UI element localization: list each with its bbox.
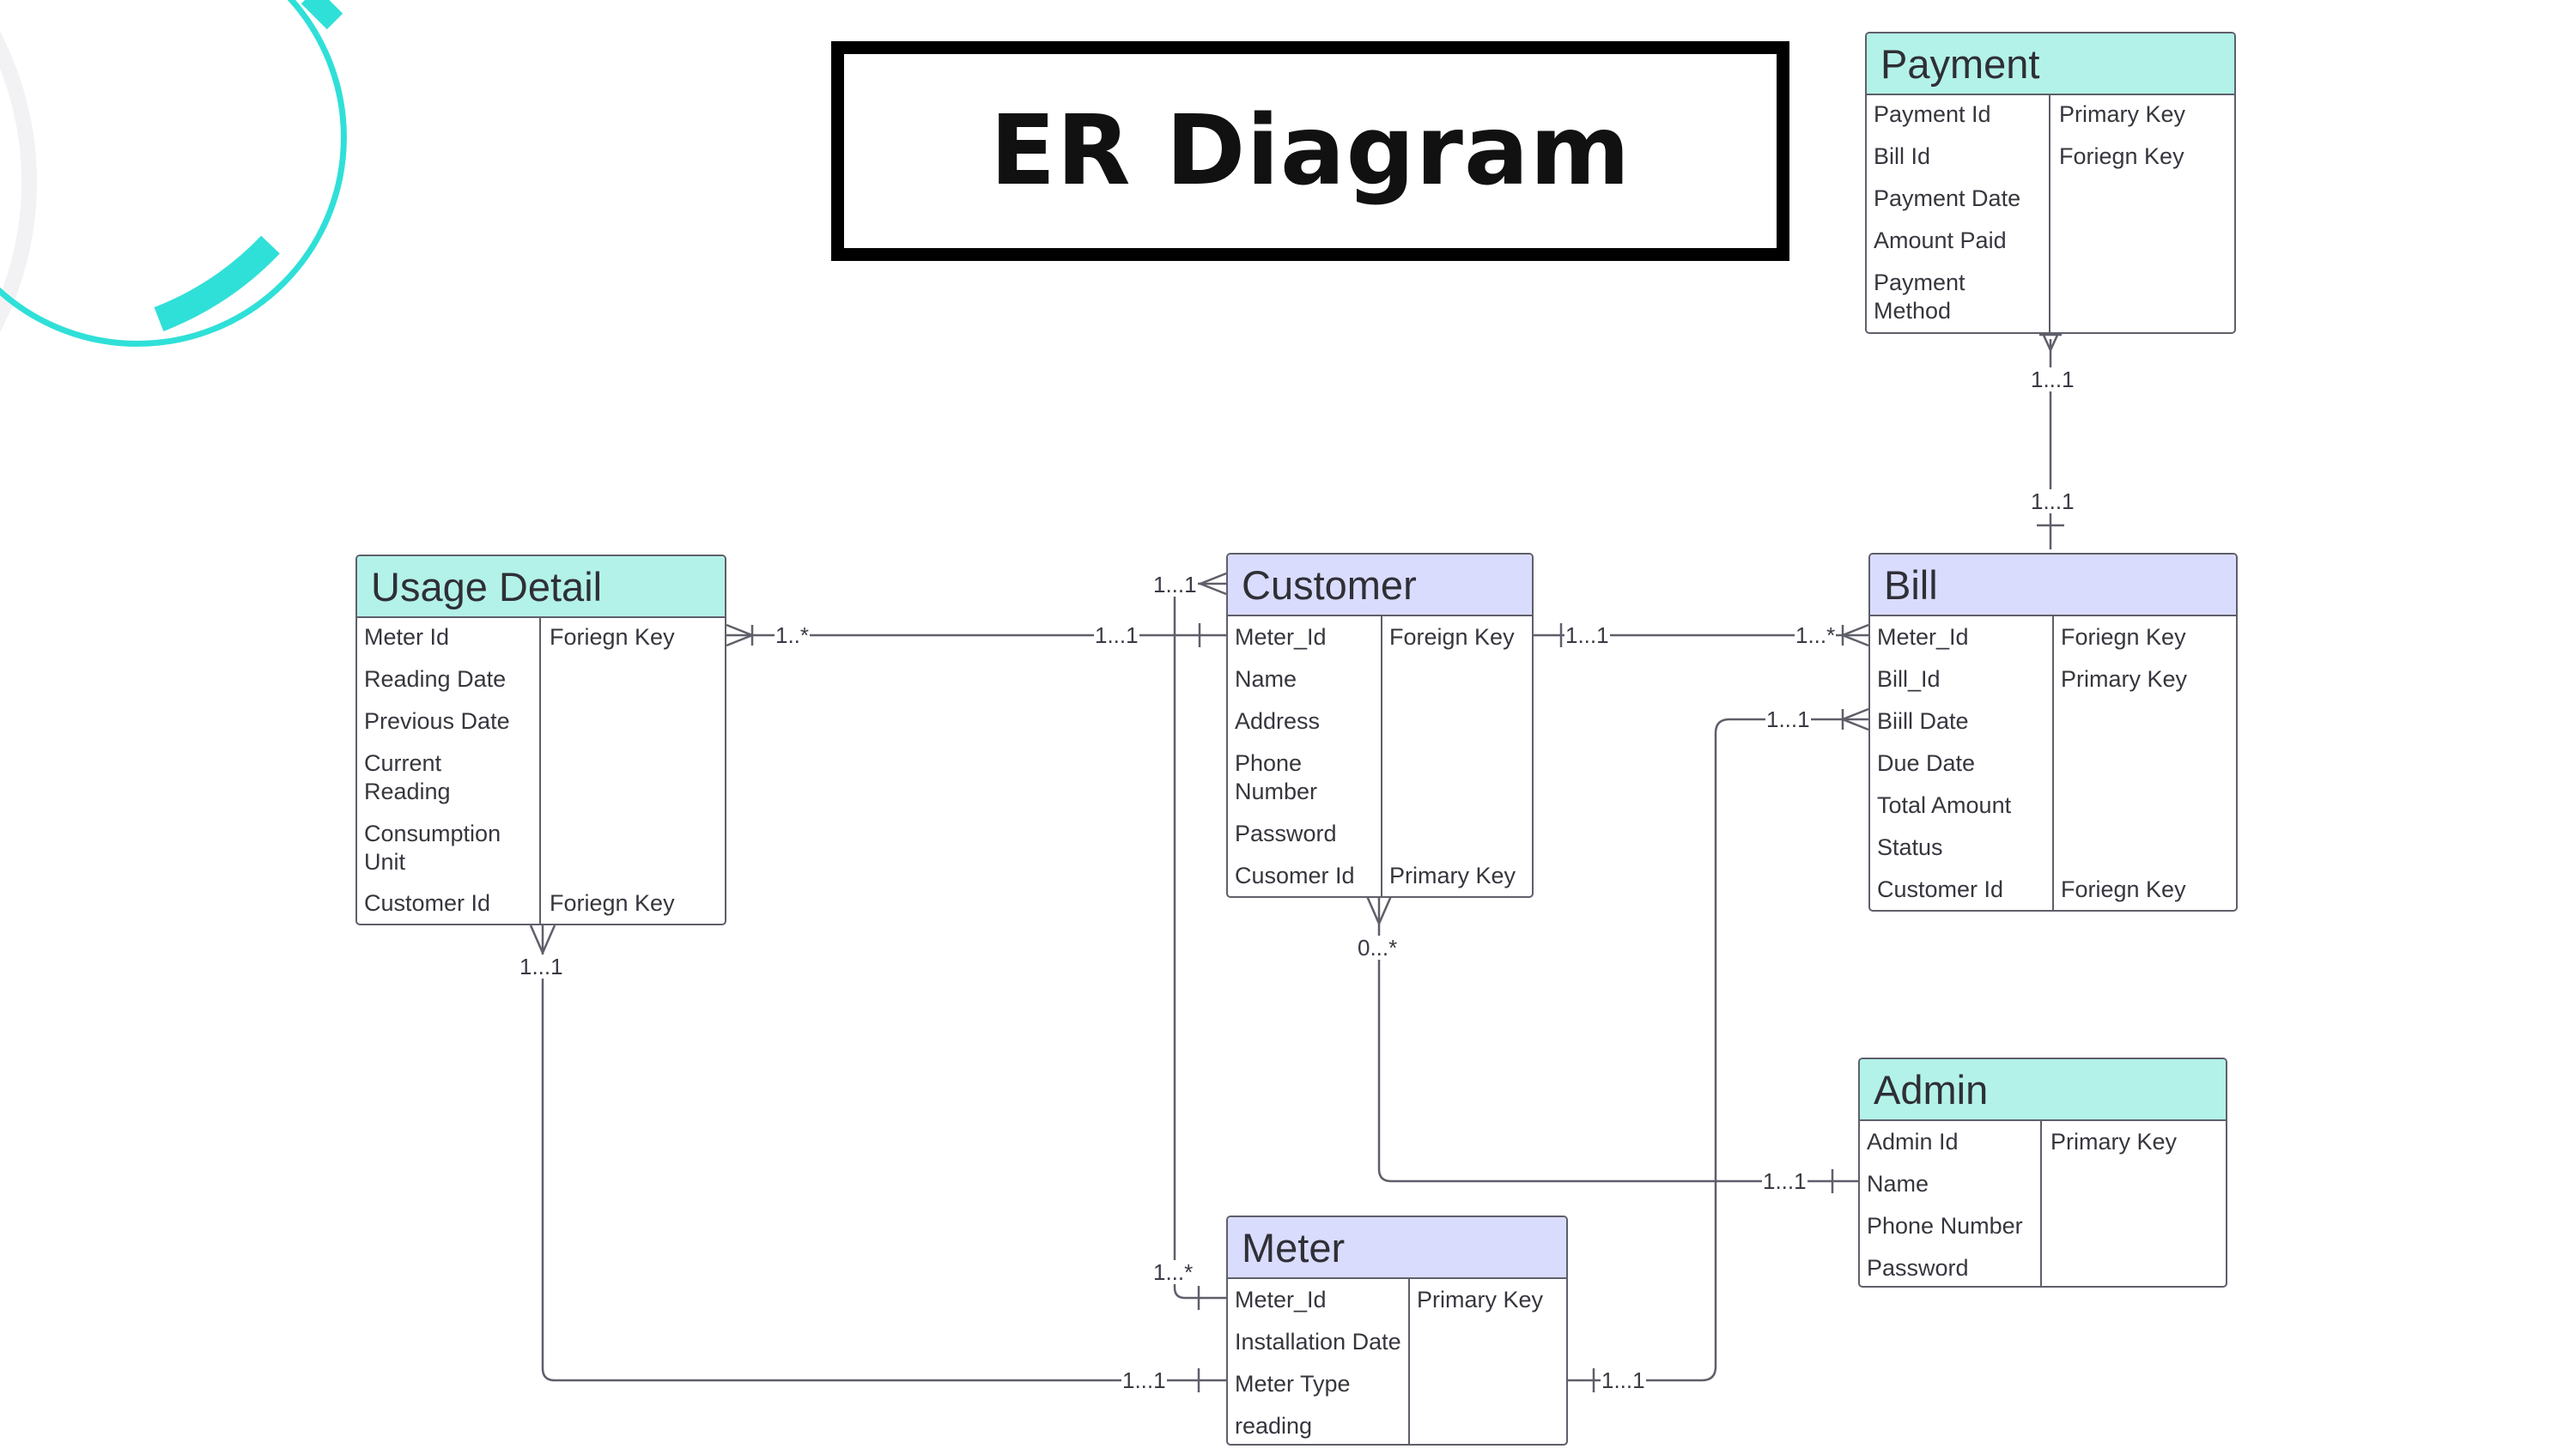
entity-usage-detail-title: Usage Detail bbox=[357, 556, 725, 618]
attr-name: Current Reading bbox=[364, 750, 451, 804]
card-bill-payment: 1...1 bbox=[2030, 488, 2075, 514]
column-divider bbox=[2052, 616, 2054, 910]
attr-name: Due Date bbox=[1877, 750, 1976, 776]
attr-name: Meter Id bbox=[364, 624, 450, 650]
attr-key: Primary Key bbox=[2059, 101, 2186, 127]
attr-name: Payment Id bbox=[1874, 101, 1991, 127]
attr-name: Customer Id bbox=[1877, 876, 2004, 902]
attr-name: Consumption Unit bbox=[364, 821, 501, 875]
attr-key: Primary Key bbox=[2050, 1129, 2178, 1155]
card-meter-customer: 1...* bbox=[1152, 1259, 1194, 1285]
customer-meter-line bbox=[1173, 582, 1226, 1300]
attr-key: Primary Key bbox=[2061, 666, 2188, 692]
card-admin-customer: 1...1 bbox=[1762, 1168, 1807, 1194]
attr-name: Cusomer Id bbox=[1235, 863, 1355, 888]
entity-meter-title: Meter bbox=[1228, 1217, 1566, 1279]
column-divider bbox=[539, 618, 541, 924]
card-usage-customer: 1..* bbox=[775, 622, 811, 648]
deco-arc-thin bbox=[0, 0, 347, 347]
attr-name: Admin Id bbox=[1867, 1129, 1959, 1155]
usage-crowfoot bbox=[726, 623, 756, 647]
page-title: ER Diagram bbox=[989, 95, 1631, 207]
attr-name: Name bbox=[1235, 666, 1297, 692]
card-payment-bill: 1...1 bbox=[2030, 367, 2075, 392]
attr-name: Meter_Id bbox=[1235, 1287, 1327, 1313]
attr-name: reading bbox=[1235, 1413, 1313, 1439]
attr-key: Foriegn Key bbox=[550, 624, 675, 650]
attr-name: Previous Date bbox=[364, 708, 510, 734]
entity-usage-detail[interactable]: Usage Detail Meter Id Foriegn Key Readin… bbox=[355, 555, 726, 925]
attr-name: Status bbox=[1877, 834, 1943, 860]
attr-name: Total Amount bbox=[1877, 792, 2012, 818]
entity-payment-title: Payment bbox=[1867, 33, 2234, 95]
column-divider bbox=[1408, 1279, 1410, 1444]
card-customer-usage: 1...1 bbox=[1094, 622, 1139, 648]
bill-crowfoot-left bbox=[1839, 707, 1869, 731]
attr-name: Meter Type bbox=[1235, 1371, 1351, 1397]
entity-bill[interactable]: Bill Meter_Id Foriegn Key Bill_Id Primar… bbox=[1868, 553, 2238, 912]
entity-customer-title: Customer bbox=[1228, 555, 1532, 616]
card-customer-admin: 0...* bbox=[1357, 935, 1399, 961]
attr-name: Password bbox=[1867, 1255, 1969, 1281]
attr-name: Phone Number bbox=[1867, 1213, 2023, 1239]
deco-arc-faint bbox=[0, 31, 37, 333]
customer-admin-line bbox=[1377, 896, 1858, 1183]
card-bill-meter: 1...1 bbox=[1765, 706, 1811, 732]
card-meter-usage: 1...1 bbox=[1121, 1367, 1167, 1393]
attr-name: Name bbox=[1867, 1171, 1929, 1197]
attr-name: Bill Id bbox=[1874, 143, 1931, 169]
entity-bill-title: Bill bbox=[1870, 555, 2236, 616]
attr-name: Amount Paid bbox=[1874, 227, 2007, 253]
attr-key: Foriegn Key bbox=[550, 890, 675, 916]
attr-name: Address bbox=[1235, 708, 1321, 734]
card-customer-meter: 1...1 bbox=[1152, 572, 1198, 597]
attr-key: Primary Key bbox=[1389, 863, 1516, 888]
entity-admin-title: Admin bbox=[1860, 1059, 2226, 1121]
attr-name: Biill Date bbox=[1877, 708, 1969, 734]
attr-key: Foriegn Key bbox=[2061, 876, 2186, 902]
column-divider bbox=[2040, 1121, 2042, 1286]
decorative-arc bbox=[0, 0, 347, 347]
card-usage-meter: 1...1 bbox=[519, 954, 564, 979]
deco-arc-thick bbox=[154, 235, 280, 331]
attr-name: Bill_Id bbox=[1877, 666, 1941, 692]
customer-crowfoot-bottom bbox=[1365, 895, 1393, 927]
column-divider bbox=[1381, 616, 1382, 896]
attr-name: Password bbox=[1235, 821, 1337, 846]
attr-key: Foriegn Key bbox=[2061, 624, 2186, 650]
meter-bill-line bbox=[1566, 718, 1868, 1382]
attr-name: Customer Id bbox=[364, 890, 491, 916]
attr-key: Foriegn Key bbox=[2059, 143, 2184, 169]
attr-name: Reading Date bbox=[364, 666, 507, 692]
usage-crowfoot-bottom bbox=[529, 925, 556, 956]
entity-customer[interactable]: Customer Meter_Id Foreign Key Name Addre… bbox=[1226, 553, 1534, 898]
attr-name: Installation Date bbox=[1235, 1329, 1401, 1355]
attr-name: Meter_Id bbox=[1235, 624, 1327, 650]
column-divider bbox=[2049, 95, 2050, 332]
attr-key: Primary Key bbox=[1417, 1287, 1544, 1313]
bill-crowfoot-top bbox=[1839, 623, 1869, 647]
customer-crowfoot-left bbox=[1197, 572, 1227, 596]
card-bill-customer: 1...* bbox=[1795, 622, 1837, 648]
attr-name: Phone Number bbox=[1235, 750, 1318, 804]
attr-name: Meter_Id bbox=[1877, 624, 1969, 650]
usage-meter-line bbox=[541, 925, 1226, 1382]
deco-arc-tip bbox=[301, 0, 343, 30]
card-customer-bill: 1...1 bbox=[1564, 622, 1610, 648]
card-meter-bill: 1...1 bbox=[1601, 1367, 1646, 1393]
title-box: ER Diagram bbox=[831, 41, 1789, 261]
attr-name: Payment Method bbox=[1874, 270, 1965, 324]
entity-meter[interactable]: Meter Meter_Id Primary Key Installation … bbox=[1226, 1216, 1568, 1446]
attr-name: Payment Date bbox=[1874, 185, 2021, 211]
attr-key: Foreign Key bbox=[1389, 624, 1515, 650]
entity-payment[interactable]: Payment Payment Id Primary Key Bill Id F… bbox=[1865, 32, 2236, 334]
entity-admin[interactable]: Admin Admin Id Primary Key Name Phone Nu… bbox=[1858, 1058, 2227, 1288]
